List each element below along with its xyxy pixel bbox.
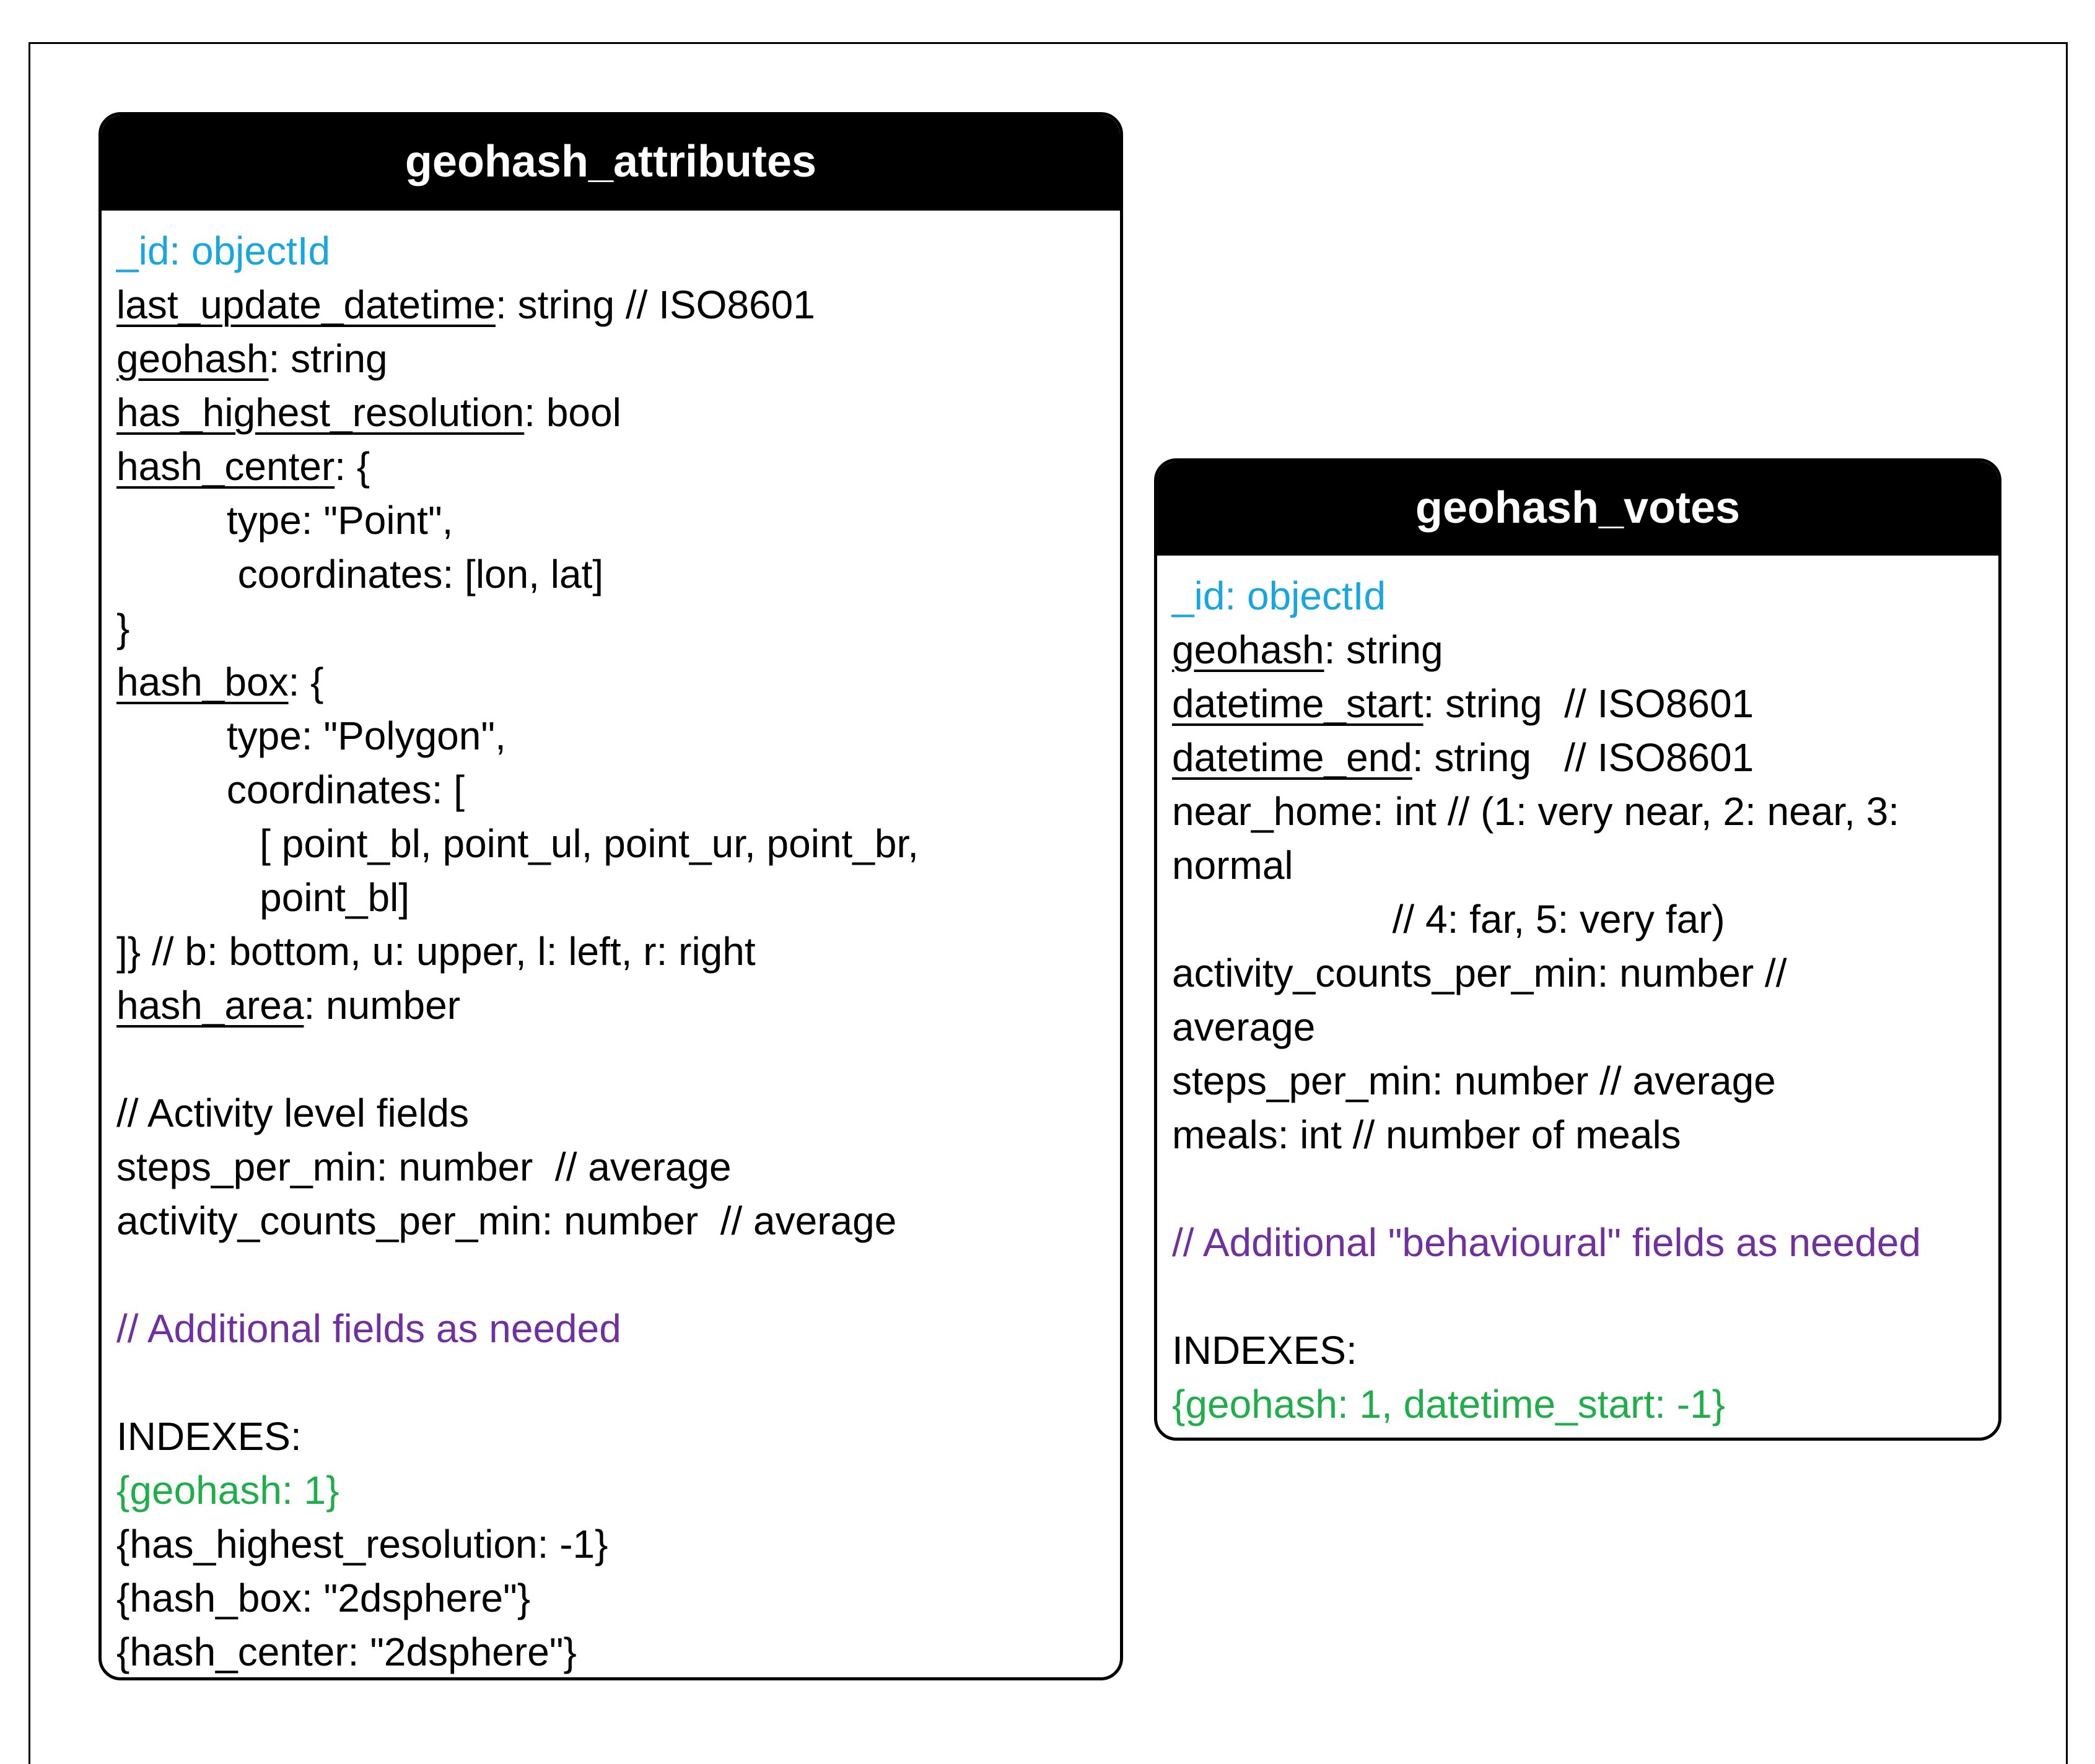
text-line: // Additional fields as needed xyxy=(116,1306,621,1351)
field-name: last_update_datetime xyxy=(116,282,496,327)
text-line: normal xyxy=(1172,843,1293,888)
blank-line xyxy=(116,1248,1105,1302)
field-type: : string xyxy=(1324,627,1443,672)
text-line: {hash_center: "2dsphere"} xyxy=(116,1630,577,1674)
text-line: ]} // b: bottom, u: upper, l: left, r: r… xyxy=(116,929,756,974)
field-name: geohash xyxy=(1172,627,1324,672)
field-name: datetime_start xyxy=(1172,681,1424,726)
text-line: steps_per_min: number // average xyxy=(1172,1059,1776,1103)
outer-frame xyxy=(28,42,2068,1764)
field-line: hash_area: number xyxy=(116,979,1105,1033)
field-line: geohash: string xyxy=(1172,623,1983,677)
text-line: activity_counts_per_min: number // xyxy=(1172,951,1787,995)
text-line: {hash_box: "2dsphere"} xyxy=(116,1576,531,1620)
field-type: : string xyxy=(268,336,388,381)
text-line: average xyxy=(1172,1005,1316,1049)
blank-line xyxy=(116,1356,1105,1410)
text-line: [ point_bl, point_ul, point_ur, point_br… xyxy=(116,821,919,866)
table-title: geohash_votes xyxy=(1157,461,1998,556)
text-line: // 4: far, 5: very far) xyxy=(1172,897,1725,941)
blank-line xyxy=(1172,1270,1983,1324)
field-name: hash_area xyxy=(116,983,304,1028)
text-line: _id: objectId xyxy=(116,229,331,273)
field-line: hash_box: { xyxy=(116,655,1105,709)
field-type: : { xyxy=(288,660,324,704)
blank-line xyxy=(116,1033,1105,1086)
text-line: type: "Point", xyxy=(116,498,453,543)
field-type: : string // ISO8601 xyxy=(1423,681,1754,726)
text-line: } xyxy=(116,606,130,650)
text-line: point_bl] xyxy=(116,875,410,920)
text-line: INDEXES: xyxy=(1172,1328,1357,1373)
field-line: datetime_end: string // ISO8601 xyxy=(1172,731,1983,785)
text-line: // Additional "behavioural" fields as ne… xyxy=(1172,1220,1921,1265)
text-line: meals: int // number of meals xyxy=(1172,1112,1681,1157)
field-name: datetime_end xyxy=(1172,735,1412,780)
field-line: last_update_datetime: string // ISO8601 xyxy=(116,278,1105,332)
text-line: coordinates: [ xyxy=(116,767,465,812)
field-name: geohash xyxy=(116,336,269,381)
field-type: : bool xyxy=(524,390,621,435)
field-line: has_highest_resolution: bool xyxy=(116,386,1105,440)
text-line: {geohash: 1} xyxy=(116,1468,339,1513)
text-line: coordinates: [lon, lat] xyxy=(116,552,604,596)
field-type: : string // ISO8601 xyxy=(496,282,815,327)
text-line: _id: objectId xyxy=(1172,574,1386,618)
text-line: activity_counts_per_min: number // avera… xyxy=(116,1199,897,1243)
text-line: type: "Polygon", xyxy=(116,714,506,758)
text-line: {geohash: 1, datetime_start: -1} xyxy=(1172,1382,1726,1426)
field-type: : { xyxy=(335,444,370,489)
text-line: // Activity level fields xyxy=(116,1091,470,1135)
text-line: steps_per_min: number // average xyxy=(116,1145,732,1189)
field-name: hash_box xyxy=(116,660,289,704)
blank-line xyxy=(1172,1162,1983,1216)
field-line: datetime_start: string // ISO8601 xyxy=(1172,677,1983,731)
text-line: {has_highest_resolution: -1} xyxy=(116,1522,608,1566)
field-type: : string // ISO8601 xyxy=(1412,735,1754,780)
field-name: hash_center xyxy=(116,444,335,489)
text-line: INDEXES: xyxy=(116,1414,302,1459)
text-line: near_home: int // (1: very near, 2: near… xyxy=(1172,789,1899,834)
field-type: : number xyxy=(304,983,461,1028)
field-name: has_highest_resolution xyxy=(116,390,525,435)
table-title: geohash_attributes xyxy=(102,115,1120,211)
geohash-attributes-table: geohash_attributes _id: objectId last_upd… xyxy=(98,112,1123,1680)
field-line: geohash: string xyxy=(116,332,1105,386)
field-line: hash_center: { xyxy=(116,440,1105,494)
